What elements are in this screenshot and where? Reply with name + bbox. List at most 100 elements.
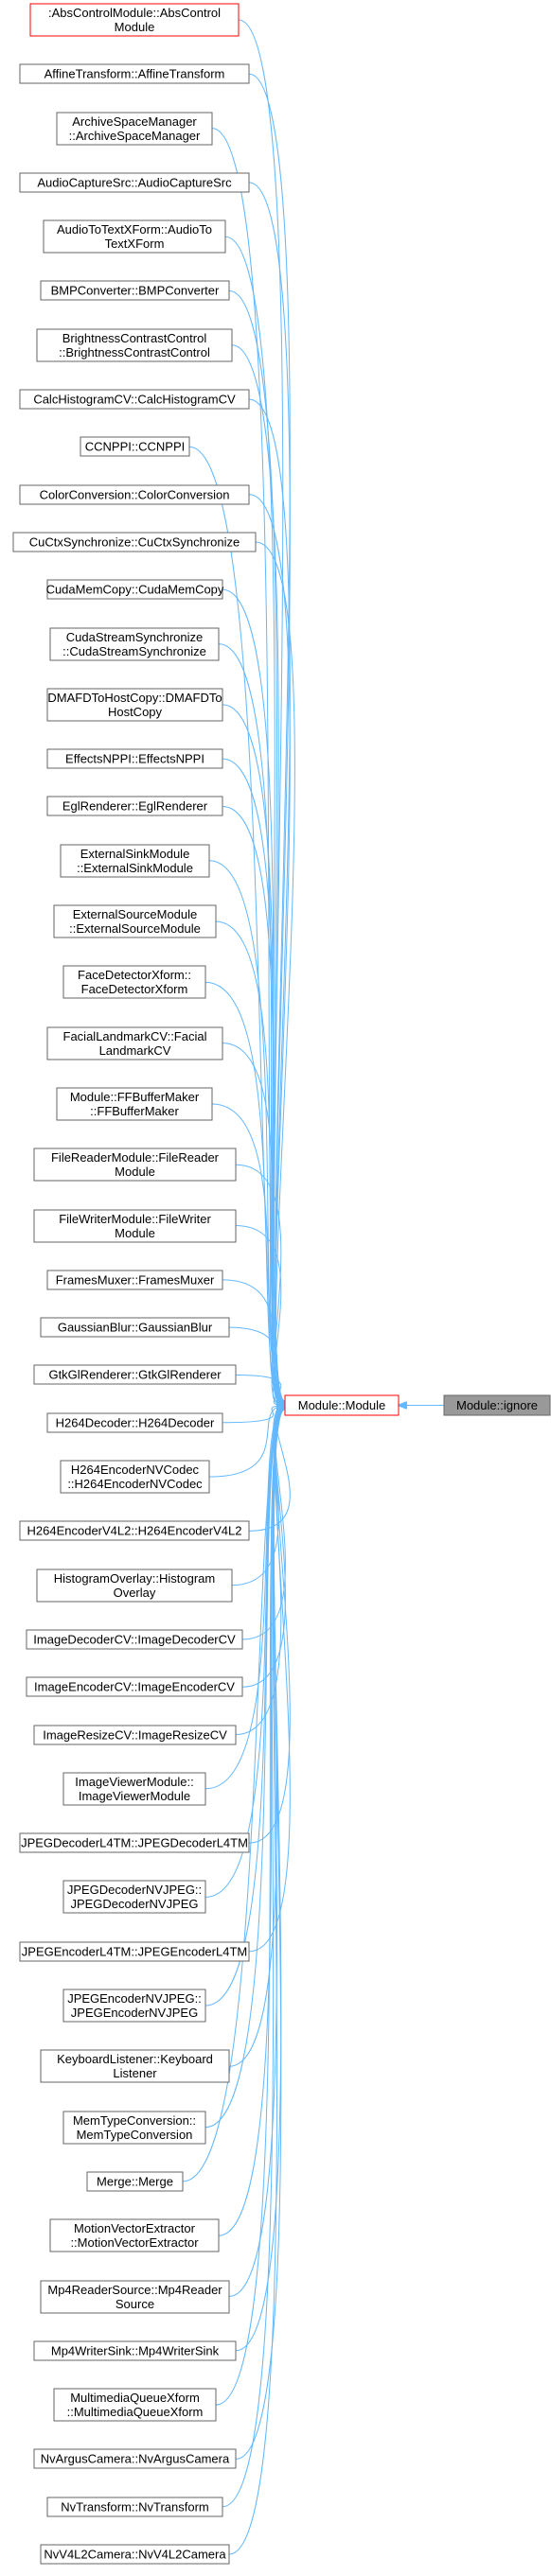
caller-node-36-label-line-1: JPEGDecoderNVJPEG:: [67,1883,202,1897]
caller-node-16-box [46,796,223,816]
caller-node-38-box [62,1989,206,2023]
caller-node-10-label-line-1: ColorConversion::ColorConversion [40,488,230,502]
caller-node-42[interactable]: MotionVectorExtractor::MotionVectorExtra… [49,2218,220,2252]
caller-node-17[interactable]: ExternalSinkModule::ExternalSinkModule [60,844,210,878]
caller-node-22-label-line-1: FileReaderModule::FileReader [51,1150,220,1165]
caller-node-5[interactable]: AudioToTextXForm::AudioToTextXForm [43,219,226,254]
caller-node-3-label-line-2: ::ArchiveSpaceManager [69,129,201,143]
caller-node-29-box [19,1520,250,1541]
caller-node-48-label-line-1: NvV4L2Camera::NvV4L2Camera [44,2548,226,2562]
edge-caller-44-to-target [235,1409,285,2352]
caller-node-33-box [33,1725,237,1745]
caller-node-43[interactable]: Mp4ReaderSource::Mp4ReaderSource [40,2280,230,2314]
caller-node-16[interactable]: EglRenderer::EglRenderer [46,796,223,816]
caller-node-34[interactable]: ImageViewerModule::ImageViewerModule [62,1772,206,1806]
caller-node-46-label-line-1: NvArgusCamera::NvArgusCamera [41,2452,230,2466]
caller-node-44-box [33,2340,237,2361]
root-node-box [443,1394,551,1416]
caller-node-47-label-line-1: NvTransform::NvTransform [61,2500,209,2515]
caller-node-35-box [19,1832,250,1853]
caller-node-40-box [62,2111,206,2145]
caller-node-21[interactable]: Module::FFBufferMaker::FFBufferMaker [56,1087,213,1121]
root-node[interactable]: Module::ignore [443,1394,551,1416]
caller-node-28[interactable]: H264EncoderNVCodec::H264EncoderNVCodec [60,1460,210,1494]
caller-node-46[interactable]: NvArgusCamera::NvArgusCamera [33,2448,237,2469]
caller-node-18[interactable]: ExternalSourceModule::ExternalSourceModu… [53,904,217,938]
target-node-box [284,1394,400,1416]
caller-node-38[interactable]: JPEGEncoderNVJPEG::JPEGEncoderNVJPEG [62,1989,206,2023]
caller-node-33[interactable]: ImageResizeCV::ImageResizeCV [33,1725,237,1745]
caller-node-26[interactable]: GtkGlRenderer::GtkGlRenderer [33,1364,237,1385]
caller-node-42-label-line-1: MotionVectorExtractor [74,2221,196,2235]
caller-node-28-label-line-1: H264EncoderNVCodec [71,1463,200,1477]
caller-node-44[interactable]: Mp4WriterSink::Mp4WriterSink [33,2340,237,2361]
caller-node-14-label-line-1: DMAFDToHostCopy::DMAFDTo [47,691,222,705]
caller-node-21-box [56,1087,213,1121]
caller-node-15-box [46,748,223,769]
caller-node-13[interactable]: CudaStreamSynchronize::CudaStreamSynchro… [49,627,220,661]
caller-node-9[interactable]: CCNPPI::CCNPPI [80,436,190,457]
caller-node-36[interactable]: JPEGDecoderNVJPEG::JPEGDecoderNVJPEG [62,1880,206,1914]
caller-node-7-label-line-1: BrightnessContrastControl [62,331,207,345]
caller-node-34-label-line-2: ImageViewerModule [79,1789,190,1803]
caller-node-38-label-line-2: JPEGEncoderNVJPEG [71,2006,198,2020]
caller-node-20-label-line-2: LandmarkCV [99,1043,171,1058]
edge-caller-41-to-target [182,1408,285,2182]
caller-node-28-box [60,1460,210,1494]
caller-node-16-label-line-1: EglRenderer::EglRenderer [62,799,208,814]
caller-node-25-box [40,1317,230,1338]
caller-node-19[interactable]: FaceDetectorXform::FaceDetectorXform [62,965,206,999]
caller-node-35-label-line-1: JPEGDecoderL4TM::JPEGDecoderL4TM [21,1836,248,1850]
edge-caller-25-to-target [228,1326,285,1405]
caller-node-35[interactable]: JPEGDecoderL4TM::JPEGDecoderL4TM [19,1832,250,1853]
caller-node-2-box [19,63,250,84]
caller-node-14[interactable]: DMAFDToHostCopy::DMAFDToHostCopy [46,688,223,722]
caller-node-29[interactable]: H264EncoderV4L2::H264EncoderV4L2 [19,1520,250,1541]
caller-node-6[interactable]: BMPConverter::BMPConverter [40,280,230,301]
caller-node-48[interactable]: NvV4L2Camera::NvV4L2Camera [40,2544,230,2565]
caller-node-41[interactable]: Merge::Merge [86,2171,184,2192]
caller-node-23-label-line-1: FileWriterModule::FileWriter [59,1212,211,1226]
caller-node-5-box [43,219,226,254]
caller-node-47[interactable]: NvTransform::NvTransform [46,2497,223,2517]
caller-node-30[interactable]: HistogramOverlay::HistogramOverlay [36,1568,233,1603]
caller-node-23[interactable]: FileWriterModule::FileWriterModule [33,1209,237,1243]
caller-node-2[interactable]: AffineTransform::AffineTransform [19,63,250,84]
caller-node-12-label-line-1: CudaMemCopy::CudaMemCopy [46,583,224,597]
caller-node-24-box [46,1270,223,1290]
edges-layer [182,19,444,2555]
caller-node-24[interactable]: FramesMuxer::FramesMuxer [46,1270,223,1290]
caller-node-41-label-line-1: Merge::Merge [97,2175,173,2189]
caller-node-40[interactable]: MemTypeConversion::MemTypeConversion [62,2111,206,2145]
caller-node-33-label-line-1: ImageResizeCV::ImageResizeCV [43,1728,227,1743]
caller-node-4-box [19,172,250,193]
caller-node-8[interactable]: CalcHistogramCV::CalcHistogramCV [19,389,250,410]
caller-node-27[interactable]: H264Decoder::H264Decoder [46,1412,223,1433]
caller-node-11[interactable]: CuCtxSynchronize::CuCtxSynchronize [12,532,257,552]
caller-node-7[interactable]: BrightnessContrastControl::BrightnessCon… [36,328,233,362]
caller-node-31[interactable]: ImageDecoderCV::ImageDecoderCV [26,1629,243,1650]
caller-node-3[interactable]: ArchiveSpaceManager::ArchiveSpaceManager [56,112,213,146]
caller-node-17-label-line-1: ExternalSinkModule [80,847,190,861]
caller-node-4[interactable]: AudioCaptureSrc::AudioCaptureSrc [19,172,250,193]
caller-node-8-box [19,389,250,410]
caller-node-14-label-line-2: HostCopy [108,705,163,719]
caller-node-5-label-line-2: TextXForm [105,237,165,251]
caller-node-37[interactable]: JPEGEncoderL4TM::JPEGEncoderL4TM [19,1941,250,1962]
caller-node-32[interactable]: ImageEncoderCV::ImageEncoderCV [26,1676,243,1697]
edge-caller-36-to-target [204,1407,285,1898]
caller-node-22[interactable]: FileReaderModule::FileReaderModule [33,1148,237,1182]
caller-node-40-label-line-2: MemTypeConversion [77,2128,193,2142]
caller-node-46-box [33,2448,237,2469]
caller-node-1[interactable]: :AbsControlModule::AbsControlModule [29,3,240,37]
caller-node-45-label-line-2: ::MultimediaQueueXform [67,2405,204,2419]
caller-node-25[interactable]: GaussianBlur::GaussianBlur [40,1317,230,1338]
caller-node-10[interactable]: ColorConversion::ColorConversion [19,484,250,505]
caller-node-15[interactable]: EffectsNPPI::EffectsNPPI [46,748,223,769]
caller-node-20[interactable]: FacialLandmarkCV::FacialLandmarkCV [46,1026,223,1060]
target-node[interactable]: Module::Module [284,1394,400,1416]
caller-node-12[interactable]: CudaMemCopy::CudaMemCopy [46,579,224,600]
caller-node-14-box [46,688,223,722]
caller-node-39[interactable]: KeyboardListener::KeyboardListener [40,2049,230,2083]
caller-node-45[interactable]: MultimediaQueueXform::MultimediaQueueXfo… [53,2388,217,2422]
